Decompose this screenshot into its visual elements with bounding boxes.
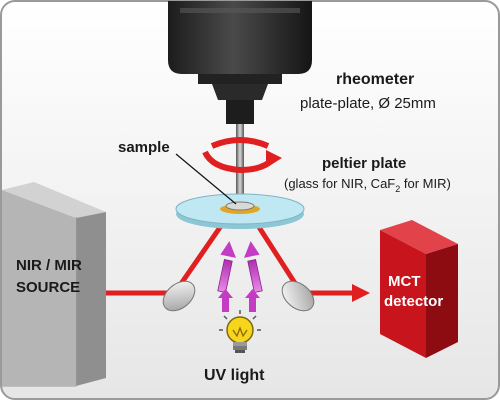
peltier-title: peltier plate xyxy=(322,155,406,172)
source-label-line1: NIR / MIR xyxy=(16,257,82,274)
uv-arrow-bottom-left xyxy=(218,289,233,312)
left-mirror xyxy=(162,280,196,312)
rheometer-spec: plate-plate, Ø 25mm xyxy=(300,95,436,112)
uv-arrow-bottom-right xyxy=(245,289,260,312)
detector-label-line1: MCT xyxy=(388,273,421,290)
source-label-line2: SOURCE xyxy=(16,279,80,296)
rotation-arrow-icon xyxy=(202,137,282,174)
uv-arrow-left xyxy=(217,241,237,293)
peltier-plate xyxy=(175,193,305,229)
sample-label: sample xyxy=(118,139,170,156)
peltier-spec-subscript: 2 xyxy=(395,184,400,194)
right-mirror xyxy=(281,280,315,312)
detector-block xyxy=(380,220,458,358)
uv-light-label: UV light xyxy=(204,367,265,384)
beam-arrowhead xyxy=(352,284,370,302)
detector-label-line2: detector xyxy=(384,293,443,310)
lightbulb-icon xyxy=(219,310,261,353)
rheometer-head xyxy=(168,1,312,124)
sample-pointer-line xyxy=(175,153,237,205)
peltier-spec-b: for MIR) xyxy=(400,176,451,191)
rheometer-shaft xyxy=(236,124,244,200)
rheometer-title: rheometer xyxy=(336,71,414,88)
peltier-spec-a: (glass for NIR, CaF xyxy=(284,176,395,191)
peltier-spec: (glass for NIR, CaF2 for MIR) xyxy=(284,176,451,194)
uv-arrows xyxy=(217,241,263,312)
source-block xyxy=(1,182,106,387)
uv-arrow-right xyxy=(243,241,263,293)
